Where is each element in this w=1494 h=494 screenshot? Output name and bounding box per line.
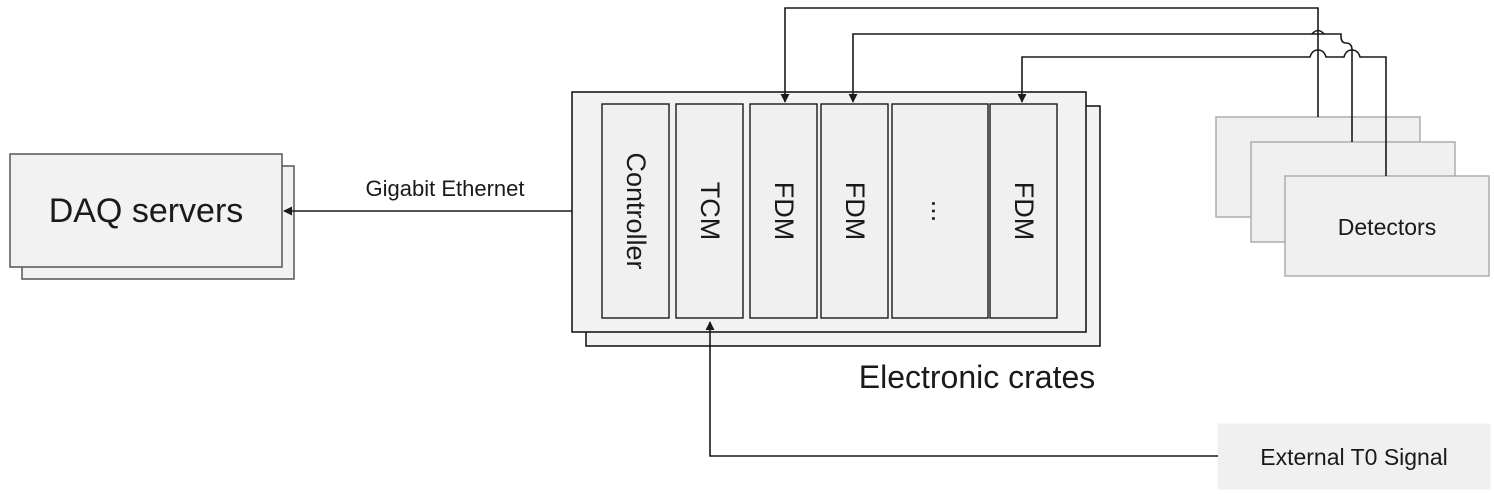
detectors-label: Detectors — [1338, 214, 1436, 240]
module-controller-label: Controller — [621, 152, 651, 269]
daq-servers-box: DAQ servers — [9, 153, 295, 280]
daq-servers-label: DAQ servers — [49, 192, 244, 230]
signal-line-fdm-2 — [848, 33, 1353, 142]
module-tcm-label: TCM — [695, 182, 725, 240]
electronic-crate: Controller TCM FDM FDM ... FDM Electroni… — [571, 91, 1101, 395]
signal-line-fdm-1 — [780, 7, 1319, 117]
module-fdm-3: FDM — [989, 103, 1058, 319]
module-fdm-2: FDM — [820, 103, 889, 319]
t0-signal-line — [705, 321, 1218, 457]
module-controller: Controller — [601, 103, 670, 319]
external-t0-label: External T0 Signal — [1260, 444, 1448, 470]
module-ellipsis: ... — [891, 103, 989, 319]
module-ellipsis-label: ... — [926, 200, 956, 223]
module-fdm-1: FDM — [749, 103, 818, 319]
external-t0-signal: External T0 Signal — [705, 321, 1491, 490]
module-fdm-1-label: FDM — [769, 182, 799, 240]
gigabit-ethernet-link: Gigabit Ethernet — [283, 176, 603, 216]
electronic-crates-caption: Electronic crates — [859, 359, 1096, 395]
gigabit-ethernet-label: Gigabit Ethernet — [366, 176, 525, 201]
signal-line-fdm-3 — [1017, 49, 1387, 176]
module-fdm-3-label: FDM — [1009, 182, 1039, 240]
detector-signal-lines — [780, 7, 1387, 176]
module-tcm: TCM — [675, 103, 744, 319]
module-fdm-2-label: FDM — [840, 182, 870, 240]
